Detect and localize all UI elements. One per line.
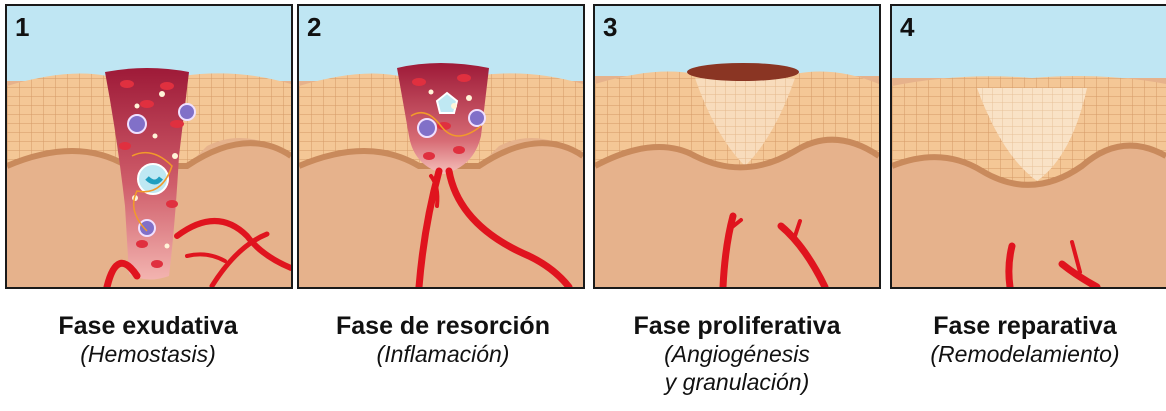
- panel-exudative: 1: [5, 4, 293, 289]
- proliferative-illustration: [595, 6, 879, 287]
- panel-number: 4: [900, 12, 914, 43]
- panel-number: 3: [603, 12, 617, 43]
- caption-exudative: Fase exudativa (Hemostasis): [0, 312, 298, 368]
- caption-reparative: Fase reparativa (Remodelamiento): [884, 312, 1166, 368]
- caption-proliferative: Fase proliferativa (Angiogénesis y granu…: [587, 312, 887, 396]
- caption-title: Fase proliferativa: [587, 312, 887, 340]
- resorption-illustration: [299, 6, 583, 287]
- panel-resorption: 2: [297, 4, 585, 289]
- panel-proliferative: 3: [593, 4, 881, 289]
- panel-reparative: 4: [890, 4, 1166, 289]
- caption-title: Fase de resorción: [293, 312, 593, 340]
- panel-number: 2: [307, 12, 321, 43]
- caption-subtitle: (Remodelamiento): [884, 340, 1166, 368]
- caption-title: Fase exudativa: [0, 312, 298, 340]
- caption-resorption: Fase de resorción (Inflamación): [293, 312, 593, 368]
- caption-subtitle-line1: (Angiogénesis: [587, 340, 887, 368]
- caption-subtitle: (Hemostasis): [0, 340, 298, 368]
- caption-subtitle-line2: y granulación): [587, 368, 887, 396]
- caption-subtitle: (Inflamación): [293, 340, 593, 368]
- reparative-illustration: [892, 6, 1166, 287]
- panel-number: 1: [15, 12, 29, 43]
- caption-title: Fase reparativa: [884, 312, 1166, 340]
- exudative-illustration: [7, 6, 291, 287]
